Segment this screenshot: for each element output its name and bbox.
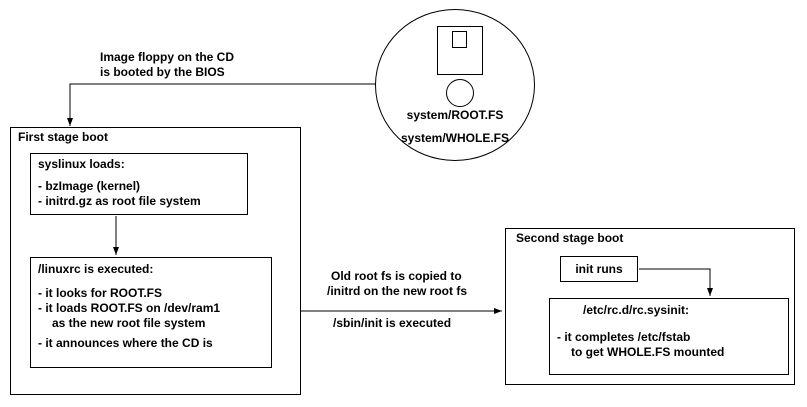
bios-note-line1: Image floppy on the CD: [100, 50, 235, 64]
linuxrc-item-continuation: as the new root file system: [52, 316, 206, 330]
transfer-note-line1: Old root fs is copied to: [331, 269, 462, 283]
cd-rootfs-label: system/ROOT.FS: [406, 108, 504, 122]
floppy-disk-icon: [437, 26, 483, 107]
bios-note-line2: is booted by the BIOS: [100, 65, 225, 79]
linuxrc-item: - it loads ROOT.FS on /dev/ram1: [38, 301, 221, 315]
linuxrc-box: [30, 257, 272, 368]
syslinux-item: - initrd.gz as root file system: [38, 194, 201, 208]
first-stage-boot-box: [10, 127, 301, 395]
arrow-cd-to-first-stage: [67, 83, 376, 126]
syslinux-item: - bzImage (kernel): [38, 179, 141, 193]
first-stage-title: First stage boot: [18, 130, 109, 144]
cd-wholefs-label: system/WHOLE.FS: [400, 131, 510, 145]
syslinux-box: [30, 153, 248, 215]
syslinux-title: syslinux loads:: [38, 157, 125, 171]
sysinit-box: [549, 298, 789, 375]
linuxrc-title: /linuxrc is executed:: [38, 262, 154, 276]
sysinit-title: /etc/rc.d/rc.sysinit:: [583, 303, 690, 317]
transfer-note-line3: /sbin/init is executed: [333, 316, 452, 330]
arrow-init-to-sysinit: [639, 268, 713, 296]
transfer-note-line2: /initrd on the new root fs: [327, 284, 467, 298]
cd-image-ellipse: [375, 9, 535, 161]
second-stage-title: Second stage boot: [516, 231, 624, 245]
sysinit-item: - it completes /etc/fstab: [557, 330, 691, 344]
second-stage-boot-box: [505, 228, 795, 385]
init-runs-label: init runs: [575, 262, 623, 276]
sysinit-item-continuation: to get WHOLE.FS mounted: [571, 345, 725, 359]
init-runs-box: init runs: [560, 256, 638, 282]
linuxrc-item: - it looks for ROOT.FS: [38, 286, 163, 300]
linuxrc-item: - it announces where the CD is: [38, 336, 213, 350]
